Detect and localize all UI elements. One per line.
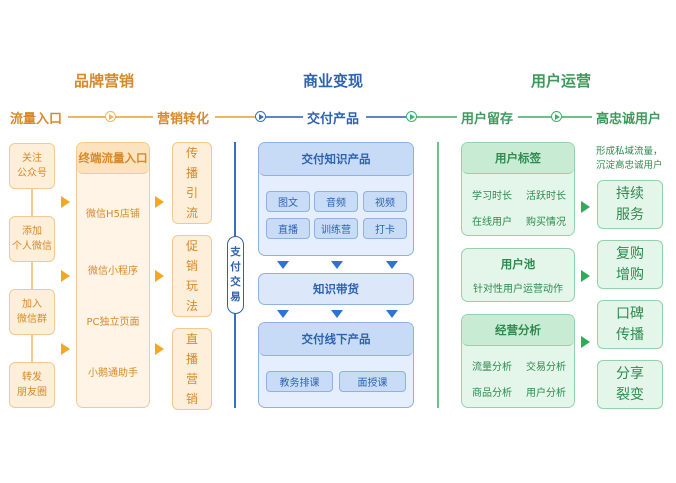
- flow-node-icon: [551, 111, 562, 122]
- offline-products-panel: 交付线下产品: [258, 322, 414, 408]
- user-tag: 活跃时长: [526, 191, 566, 202]
- flow-node-icon: [105, 111, 116, 122]
- arrow-down-icon: [331, 261, 343, 269]
- user-pool-title: 用户池: [500, 257, 536, 271]
- arrow-right-icon: [155, 343, 164, 355]
- analysis-item: 流量分析: [472, 362, 512, 373]
- arrow-right-icon: [581, 201, 590, 213]
- loyal-continuous-service: 持续 服务: [597, 180, 663, 229]
- user-tag: 学习时长: [472, 191, 512, 202]
- loyal-caption: 形成私域流量， 沉淀高忠诚用户: [596, 146, 663, 171]
- product-chip: 音频: [314, 191, 358, 212]
- loyal-word-of-mouth: 口碑 传播: [597, 300, 663, 349]
- conversion-label: 直播营销: [185, 332, 198, 406]
- knowledge-goods: 知识带货: [258, 273, 414, 305]
- stage-deliver-product: 交付产品: [303, 108, 364, 127]
- analysis-title: 经营分析: [462, 315, 574, 346]
- terminal-entry-title: 终端流量入口: [77, 143, 149, 174]
- stage-loyal-users: 高忠诚用户: [592, 108, 666, 127]
- analysis-item: 交易分析: [526, 362, 566, 373]
- analysis-item: 用户分析: [526, 388, 566, 399]
- arrow-down-icon: [386, 310, 398, 318]
- connector-line: [31, 185, 33, 385]
- conversion-promotion: 促销玩法: [172, 235, 212, 317]
- knowledge-products-title: 交付知识产品: [259, 143, 413, 176]
- user-tags-panel: 用户标签: [461, 142, 575, 236]
- loyal-share-fission: 分享 裂变: [597, 360, 663, 409]
- user-pool-panel: [461, 248, 575, 302]
- payment-transaction: 支付交易: [227, 236, 244, 314]
- arrow-right-icon: [61, 270, 70, 282]
- offline-chip: 面授课: [339, 371, 406, 392]
- user-tags-title: 用户标签: [462, 143, 574, 174]
- analysis-panel: 经营分析: [461, 314, 575, 408]
- user-pool-desc: 针对性用户运营动作: [473, 284, 563, 295]
- section-title-user-ops: 用户运营: [531, 72, 592, 90]
- conversion-label: 传播引流: [185, 146, 198, 220]
- offline-products-title: 交付线下产品: [259, 323, 413, 356]
- arrow-down-icon: [277, 310, 289, 318]
- entry-follow-account: 关注 公众号: [9, 143, 55, 189]
- flow-node-icon: [406, 111, 417, 122]
- terminal-item: 微信H5店铺: [86, 209, 140, 220]
- arrow-down-icon: [331, 310, 343, 318]
- arrow-down-icon: [277, 261, 289, 269]
- stage-traffic-entry: 流量入口: [6, 108, 67, 127]
- arrow-right-icon: [61, 196, 70, 208]
- entry-share-moments: 转发 朋友圈: [9, 362, 55, 408]
- terminal-entry-panel: 终端流量入口: [76, 142, 150, 408]
- product-chip: 图文: [266, 191, 310, 212]
- loyal-repurchase: 复购 增购: [597, 240, 663, 289]
- arrow-right-icon: [581, 270, 590, 282]
- terminal-item: 微信小程序: [88, 266, 138, 277]
- flow-line-3a: [366, 116, 411, 118]
- retention-line: [437, 142, 439, 408]
- section-title-business: 商业变现: [303, 72, 364, 90]
- stage-marketing-conversion: 营销转化: [153, 108, 214, 127]
- arrow-right-icon: [581, 336, 590, 348]
- product-chip: 打卡: [363, 218, 407, 239]
- conversion-spread: 传播引流: [172, 142, 212, 224]
- payment-label: 支付交易: [230, 246, 241, 303]
- flow-node-icon: [255, 111, 266, 122]
- flow-line-3b: [411, 116, 461, 118]
- stage-user-retention: 用户留存: [457, 108, 518, 127]
- product-chip: 视频: [363, 191, 407, 212]
- arrow-right-icon: [155, 270, 164, 282]
- product-chip: 直播: [266, 218, 310, 239]
- entry-add-wechat: 添加 个人微信: [9, 216, 55, 262]
- flow-line-2a: [215, 116, 260, 118]
- terminal-item: 小鹅通助手: [88, 368, 138, 379]
- product-chip: 训练营: [314, 218, 358, 239]
- arrow-right-icon: [61, 343, 70, 355]
- section-title-brand: 品牌营销: [74, 72, 135, 90]
- conversion-live: 直播营销: [172, 328, 212, 410]
- user-tag: 在线用户: [472, 217, 512, 228]
- user-tag: 购买情况: [526, 217, 566, 228]
- arrow-down-icon: [386, 261, 398, 269]
- arrow-right-icon: [155, 196, 164, 208]
- flow-line-2b: [260, 116, 306, 118]
- terminal-item: PC独立页面: [86, 317, 140, 328]
- conversion-label: 促销玩法: [185, 239, 198, 313]
- analysis-item: 商品分析: [472, 388, 512, 399]
- offline-chip: 教务排课: [266, 371, 333, 392]
- entry-join-group: 加入 微信群: [9, 289, 55, 335]
